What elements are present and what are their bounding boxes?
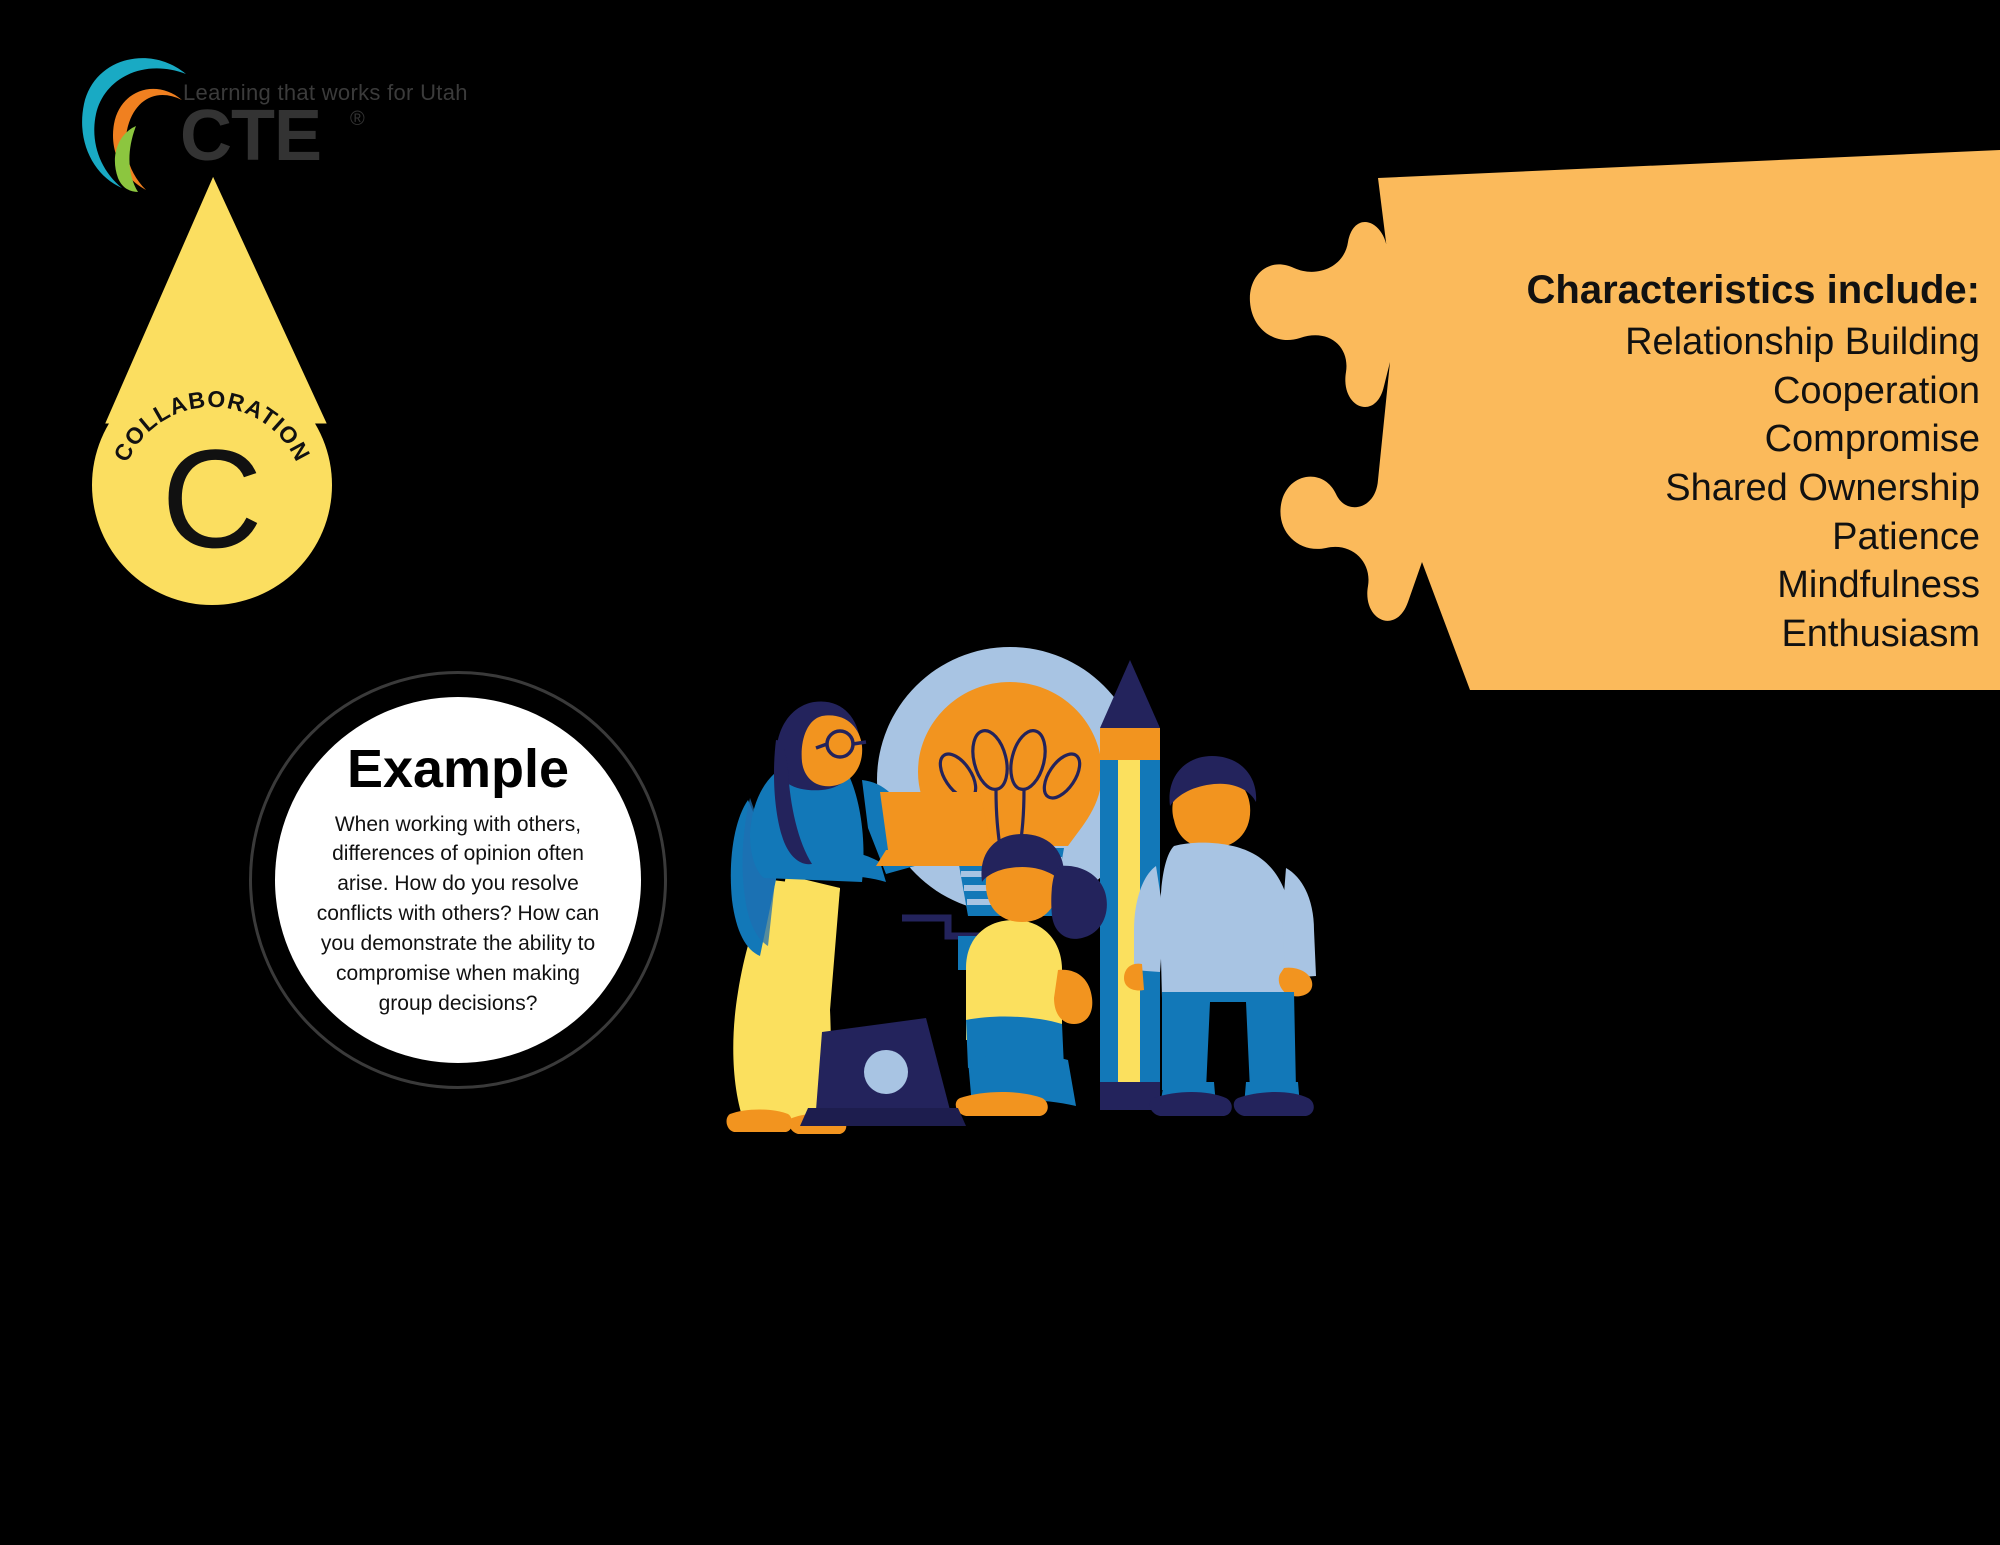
hand — [1124, 963, 1144, 991]
example-callout: Example When working with others, differ… — [243, 665, 673, 1095]
example-title: Example — [346, 738, 570, 799]
list-item: Mindfulness — [1777, 564, 1980, 607]
list-item: Relationship Building — [1625, 321, 1980, 363]
list-item: Cooperation — [1772, 369, 1980, 412]
badge-disc — [92, 365, 332, 605]
shoe-left — [726, 1109, 793, 1132]
laptop-screen — [880, 792, 992, 850]
ponytail — [1051, 865, 1107, 939]
example-ring-highlight — [249, 671, 667, 1089]
man-standing — [1124, 756, 1316, 1116]
characteristics-list: Relationship Building Cooperation Compro… — [1625, 318, 1980, 658]
shoe — [955, 1092, 1048, 1116]
woman-standing-with-laptop — [726, 701, 1002, 1134]
logo-registered-mark: ® — [350, 108, 365, 130]
hand — [1278, 967, 1313, 997]
shoe — [1149, 1092, 1232, 1116]
list-item: Patience — [1832, 515, 1980, 558]
list-item: Compromise — [1764, 418, 1980, 461]
example-content: Example When working with others, differ… — [275, 697, 641, 1063]
laptop-logo — [864, 1050, 908, 1094]
collaboration-badge: COLLABORATION C — [85, 175, 345, 625]
puzzle-title: Characteristics include: — [1526, 268, 1981, 312]
laptop-on-ground — [800, 1018, 966, 1126]
illustration-svg — [726, 647, 1316, 1134]
list-item: Enthusiasm — [1781, 612, 1980, 655]
characteristics-puzzle-piece: Characteristics include: Relationship Bu… — [1140, 150, 2000, 690]
logo-tagline: Learning that works for Utah — [183, 80, 468, 105]
list-item: Shared Ownership — [1665, 466, 1980, 509]
badge-pointer-triangle — [105, 176, 327, 424]
shoe — [1233, 1092, 1314, 1116]
logo-brand: CTE — [180, 96, 322, 176]
teamwork-illustration — [690, 620, 1390, 1150]
example-body: When working with others, differences of… — [316, 812, 600, 1015]
cte-logo: Learning that works for Utah CTE ® — [78, 52, 467, 197]
badge-arc-text: COLLABORATION — [108, 386, 314, 466]
girl-sitting-with-laptop — [902, 834, 1107, 1116]
badge-letter: C — [161, 420, 263, 577]
laptop-base — [876, 850, 1002, 866]
cte-swoosh-icon — [82, 58, 186, 192]
puzzle-shape — [1249, 150, 2000, 690]
